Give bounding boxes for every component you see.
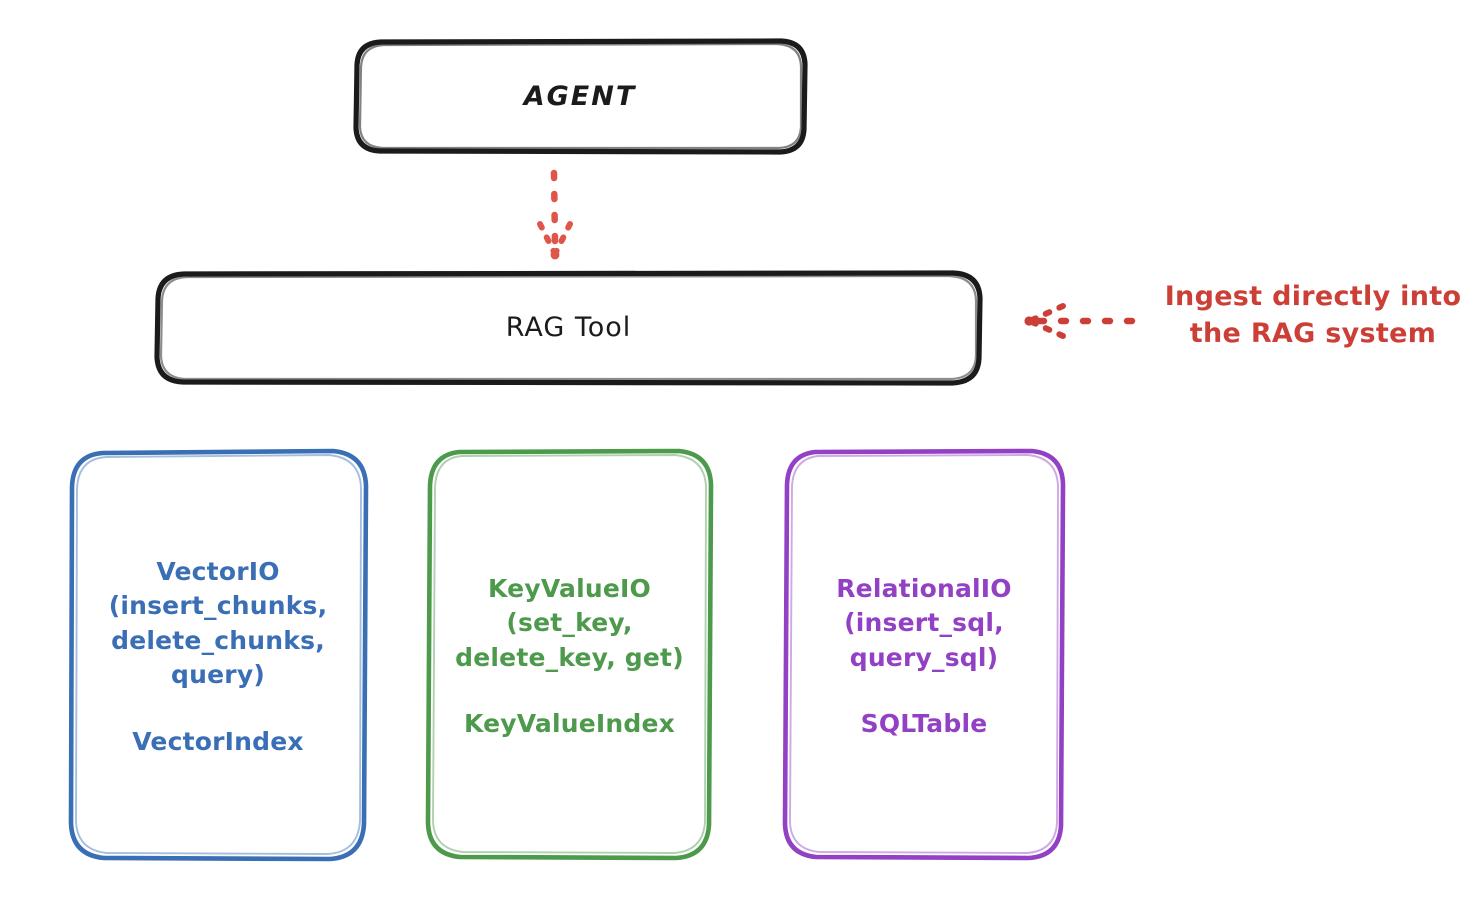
node-relational-io-label: RelationalIO (insert_sql, query_sql) (836, 573, 1012, 672)
node-relational-io[interactable]: RelationalIO (insert_sql, query_sql) SQL… (785, 450, 1063, 860)
key-value-io-box-outline (425, 448, 714, 861)
node-key-value-io[interactable]: KeyValueIO (set_key, delete_key, get) Ke… (428, 450, 711, 860)
node-key-value-io-label: KeyValueIO (set_key, delete_key, get) (455, 573, 684, 672)
connector-agent-to-rag-tool (537, 169, 573, 260)
node-vector-io-label: VectorIO (insert_chunks, delete_chunks, … (108, 556, 328, 690)
node-agent-label: AGENT (523, 80, 637, 112)
relational-io-box-outline (782, 448, 1066, 861)
node-rag-tool[interactable]: RAG Tool (157, 272, 980, 384)
node-vector-io[interactable]: VectorIO (insert_chunks, delete_chunks, … (70, 450, 366, 860)
node-agent[interactable]: AGENT (355, 40, 805, 153)
node-rag-tool-label: RAG Tool (505, 312, 632, 344)
node-relational-io-index-label: SQLTable (860, 709, 988, 739)
rag-tool-box-outline (154, 270, 983, 386)
connector-ingest-to-rag-tool (1024, 303, 1136, 339)
node-vector-io-index-label: VectorIndex (132, 726, 304, 756)
node-key-value-io-index-label: KeyValueIndex (463, 709, 676, 739)
agent-box-outline (353, 38, 808, 155)
vector-io-box-outline (68, 448, 369, 862)
annotation-ingest-directly: Ingest directly into the RAG system (1164, 281, 1462, 350)
